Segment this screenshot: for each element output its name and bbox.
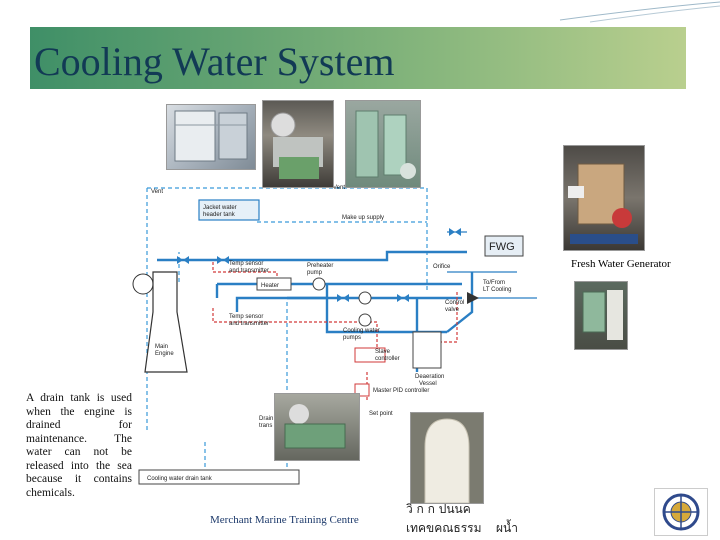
drain-label-1: Drain [259,416,273,422]
header-tank [198,199,260,221]
cooling-water-schematic: Jacket water header tank Vent Vent Make … [132,185,537,485]
lt-cooling-label-2: LT Cooling [483,287,511,293]
slave-label-1: Slave [375,349,391,355]
footer-credit: Merchant Marine Training Centre [210,514,359,526]
deaeration-vessel [412,331,442,369]
control-valve-label-1: Control [445,300,464,306]
set-point-label: Set point [369,411,393,417]
cw-pumps-label-1: Cooling water [343,328,380,334]
photo-fwg-art [568,163,638,244]
photo-jacket-tank-art [174,110,248,162]
cw-pumps-label-2: pumps [343,335,361,341]
drain-tank-note: A drain tank is used when the engine is … [26,392,132,499]
photo-drain-pumps-art [284,404,346,449]
drain-tank-box [138,469,300,485]
main-engine-label-2: Engine [155,351,174,357]
slave-label-2: controller [375,356,400,362]
thai-text-bottom-right: ผน้ำ [496,521,518,535]
temp-sensor-2-label-1: Temp sensor [229,314,263,320]
main-engine-shape [144,271,188,373]
engine-flywheel [132,273,154,295]
control-valve-symbol [467,292,479,304]
photo-preheater [262,100,334,188]
logo-emblem-art [662,493,700,531]
thai-text-bottom-left: เทคขคณธรรม [406,521,482,535]
photo-drain-pumps [274,393,360,461]
page-title: Cooling Water System [34,39,395,84]
control-valve-label-2: valve [445,307,460,313]
valves [177,228,461,302]
temp-sensor-1-label-2: and transmitter [229,268,269,274]
preheater-pump-symbol [312,277,326,291]
photo-jacket-tank [166,104,256,170]
heater-box [256,277,292,291]
header-tank-label-1: Jacket water [203,205,237,211]
thai-text-top: วิ ก ก ปนนค [406,502,471,516]
main-engine-label-1: Main [155,344,168,350]
fwg-label: FWG [489,241,515,253]
logo-emblem [654,488,708,536]
header-tank-label-2: header tank [203,212,236,218]
temp-sensor-2-label-2: and transmitter [229,321,269,327]
drain-tank-label: Cooling water drain tank [147,476,213,482]
deaeration-label-2: Vessel [419,381,437,387]
photo-preheater-art [270,112,323,179]
fwg-caption: Fresh Water Generator [571,258,671,270]
make-up-label: Make up supply [342,215,384,221]
fwg-box [484,235,524,257]
photo-pumps [345,100,421,188]
photo-deaeration-art [582,290,623,340]
deaeration-label-1: Deaeration [415,374,444,380]
orifice-label: Orifice [433,264,451,270]
heater-label: Heater [261,283,279,289]
preheater-label-1: Preheater [307,263,333,269]
cw-pump-2-symbol [358,313,372,327]
decorative-swoosh [559,1,720,23]
photo-pumps-art [355,110,416,179]
photo-deaeration [574,281,628,350]
cw-pump-1-symbol [358,291,372,305]
photo-drain-tank-art [424,418,470,503]
master-pid-label: Master PID controller [373,388,429,394]
preheater-label-2: pump [307,270,323,276]
vent-left-label: Vent [151,189,163,195]
photo-fresh-water-generator [563,145,645,251]
vent-right-label: Vent [333,185,345,191]
lt-cooling-label-1: To/From [483,280,505,286]
photo-drain-tank [410,412,484,504]
slave-controller-box [354,347,386,363]
title-bar [30,27,686,89]
drain-label-2: trans [259,423,272,429]
temp-sensor-1-label-1: Temp sensor [229,261,263,267]
